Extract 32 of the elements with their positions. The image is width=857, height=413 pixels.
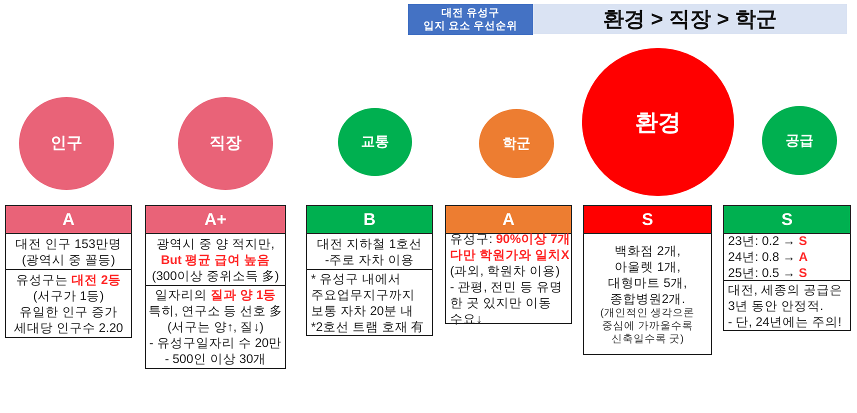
topic-circle: 인구: [19, 97, 114, 190]
cell-text: 백화점 2개, 아울렛 1개, 대형마트 5개, 종합병원2개.: [608, 242, 687, 306]
table-cell: 23년: 0.2 → S 24년: 0.8 → A 25년: 0.5 → S: [724, 233, 850, 280]
topic-circle: 교통: [338, 108, 412, 176]
grade-header: A: [446, 206, 571, 233]
cell-text: *2호선 트램 호재 有: [311, 318, 424, 334]
grade-table: [445, 205, 572, 324]
note-text: (개인적인 생각으론 중심에 가까울수록 신축일수록 굿): [600, 306, 695, 346]
grade-table: [145, 205, 286, 369]
grade-header: B: [307, 206, 432, 233]
table-cell: 유성구: 90%이상 7개 다만 학원가와 일치X (과외, 학원차 이용) - 관평, 전민 등 유명한 곳 있지만 이동 수요↓: [446, 233, 571, 323]
grade-header: A+: [146, 206, 285, 233]
grade-table: [306, 205, 433, 336]
heading-tag: 대전 유성구 입지 요소 우선순위: [408, 4, 533, 35]
grade-table: [583, 205, 712, 355]
heading-banner: 환경 > 직장 > 학군: [533, 4, 847, 34]
table-cell: 대전, 세종의 공급은 3년 동안 안정적. - 단, 24년에는 주의!: [724, 280, 850, 330]
topic-circle: 환경: [582, 48, 734, 196]
table-cell: 일자리의 질과 양 1등 특히, 연구소 등 선호 多 (서구는 양↑, 질↓) - 유성구일자리 수 20만 - 500인 이상 30개: [146, 285, 285, 368]
topic-circle: 공급: [762, 106, 837, 175]
grade-table: [723, 205, 851, 331]
topic-circle: 직장: [178, 97, 273, 190]
cell-text: * 유성구 내에서 주요업무지구까지 보통 자차 20분 내: [311, 270, 415, 318]
topic-circle: 학군: [479, 109, 554, 178]
table-cell: 유성구는 대전 2등 (서구가 1등) 유일한 인구 증가 세대당 인구수 2.20: [6, 269, 131, 337]
table-cell: 대전 지하철 1호선 -주로 자차 이용: [307, 233, 432, 269]
grade-header: S: [584, 206, 711, 233]
grade-header: S: [724, 206, 850, 233]
grade-table: [5, 205, 132, 338]
table-cell: 대전 인구 153만명 (광역시 중 꼴등): [6, 233, 131, 269]
grade-header: A: [6, 206, 131, 233]
table-cell: 광역시 중 양 적지만, But 평균 급여 높음 (300이상 중위소득 多): [146, 233, 285, 285]
